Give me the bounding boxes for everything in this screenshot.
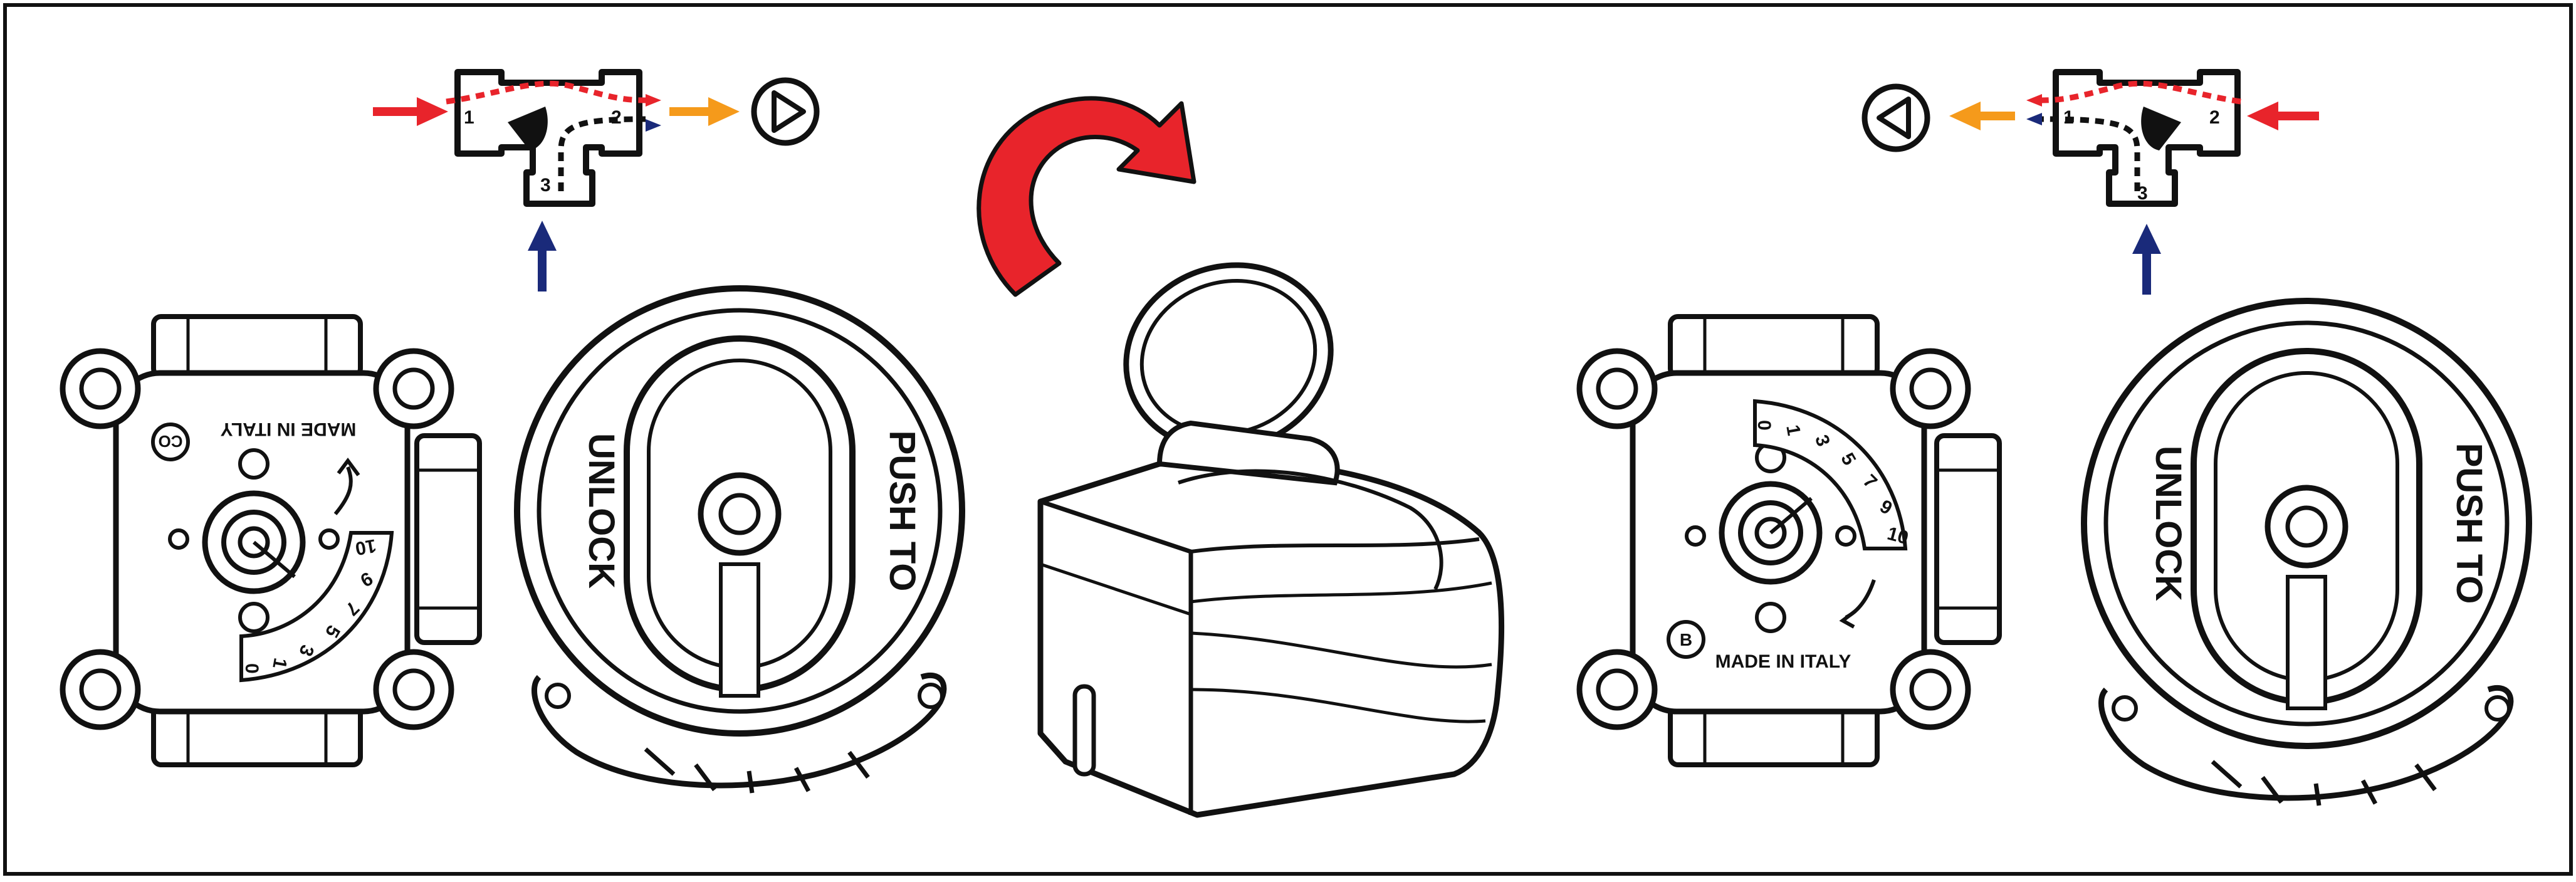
cold-outlet-tip-right bbox=[2026, 113, 2042, 125]
hot-inlet-arrowhead bbox=[417, 97, 448, 126]
port-3-label-right: 3 bbox=[2137, 183, 2148, 204]
port-2-label-right: 2 bbox=[2209, 107, 2220, 128]
cold-inlet-arrowhead-right bbox=[2132, 224, 2161, 254]
scale-right-1: 1 bbox=[1782, 423, 1804, 437]
right-flow-schematic: 1 2 3 bbox=[1861, 69, 2319, 295]
shutter-icon bbox=[508, 107, 548, 150]
made-in-label-right: MADE IN ITALY bbox=[1715, 651, 1851, 672]
actuator bbox=[1037, 262, 1505, 818]
shutter-icon-right bbox=[2141, 107, 2181, 150]
port-1-label-right: 1 bbox=[2063, 107, 2074, 128]
port-1-label: 1 bbox=[464, 107, 474, 128]
made-in-label-left: MADE IN ITALY bbox=[221, 419, 357, 439]
unlock-label-right: UNLOCK bbox=[2148, 446, 2189, 601]
port-2-label: 2 bbox=[611, 107, 622, 128]
push-to-label-right: PUSH TO bbox=[2449, 443, 2490, 604]
hot-flow-path bbox=[446, 80, 646, 105]
port-3-label: 3 bbox=[540, 175, 551, 196]
valve-body-left: CO MADE IN ITALY 0 1 3 5 7 9 10 bbox=[60, 314, 482, 767]
mixed-outlet-arrowhead bbox=[708, 97, 740, 126]
valve-symbol-left bbox=[454, 69, 642, 207]
hot-outlet-tip-right bbox=[2026, 94, 2042, 107]
scale-right-0: 0 bbox=[1754, 420, 1774, 431]
rotate-arrow-icon bbox=[976, 96, 1196, 297]
valve-body-right: 0 1 3 5 7 9 10 B MADE IN ITALY bbox=[1576, 314, 2002, 767]
brand-mark-right: B bbox=[1680, 630, 1692, 649]
hot-flow-path-right bbox=[2041, 80, 2241, 105]
brand-mark-left: CO bbox=[159, 432, 183, 451]
scale-left-10: 10 bbox=[353, 535, 378, 559]
position-pointer-right bbox=[1769, 496, 1813, 535]
pump-triangle-icon-right bbox=[1877, 97, 1911, 139]
hot-outlet-tip bbox=[646, 94, 661, 107]
push-to-label-left: PUSH TO bbox=[882, 431, 923, 592]
scale-left-1: 1 bbox=[268, 656, 290, 670]
left-flow-schematic: 1 2 3 bbox=[373, 69, 820, 291]
hot-inlet-arrowhead-right bbox=[2247, 102, 2278, 130]
position-pointer bbox=[253, 540, 296, 579]
unlock-label-left: UNLOCK bbox=[581, 433, 622, 589]
knob-right: UNLOCK PUSH TO bbox=[2081, 298, 2532, 806]
mixed-outlet-arrowhead-right bbox=[1949, 102, 1981, 130]
pump-icon bbox=[751, 77, 820, 146]
pump-icon-right bbox=[1861, 83, 1930, 152]
cold-inlet-arrowhead bbox=[528, 221, 557, 251]
rotate-arrow bbox=[976, 96, 1196, 297]
cold-outlet-tip bbox=[646, 119, 661, 132]
pump-triangle-icon bbox=[772, 90, 806, 133]
knob-left: UNLOCK PUSH TO bbox=[514, 285, 965, 794]
scale-left-0: 0 bbox=[241, 663, 262, 674]
cold-flow-path-right bbox=[2041, 116, 2140, 191]
